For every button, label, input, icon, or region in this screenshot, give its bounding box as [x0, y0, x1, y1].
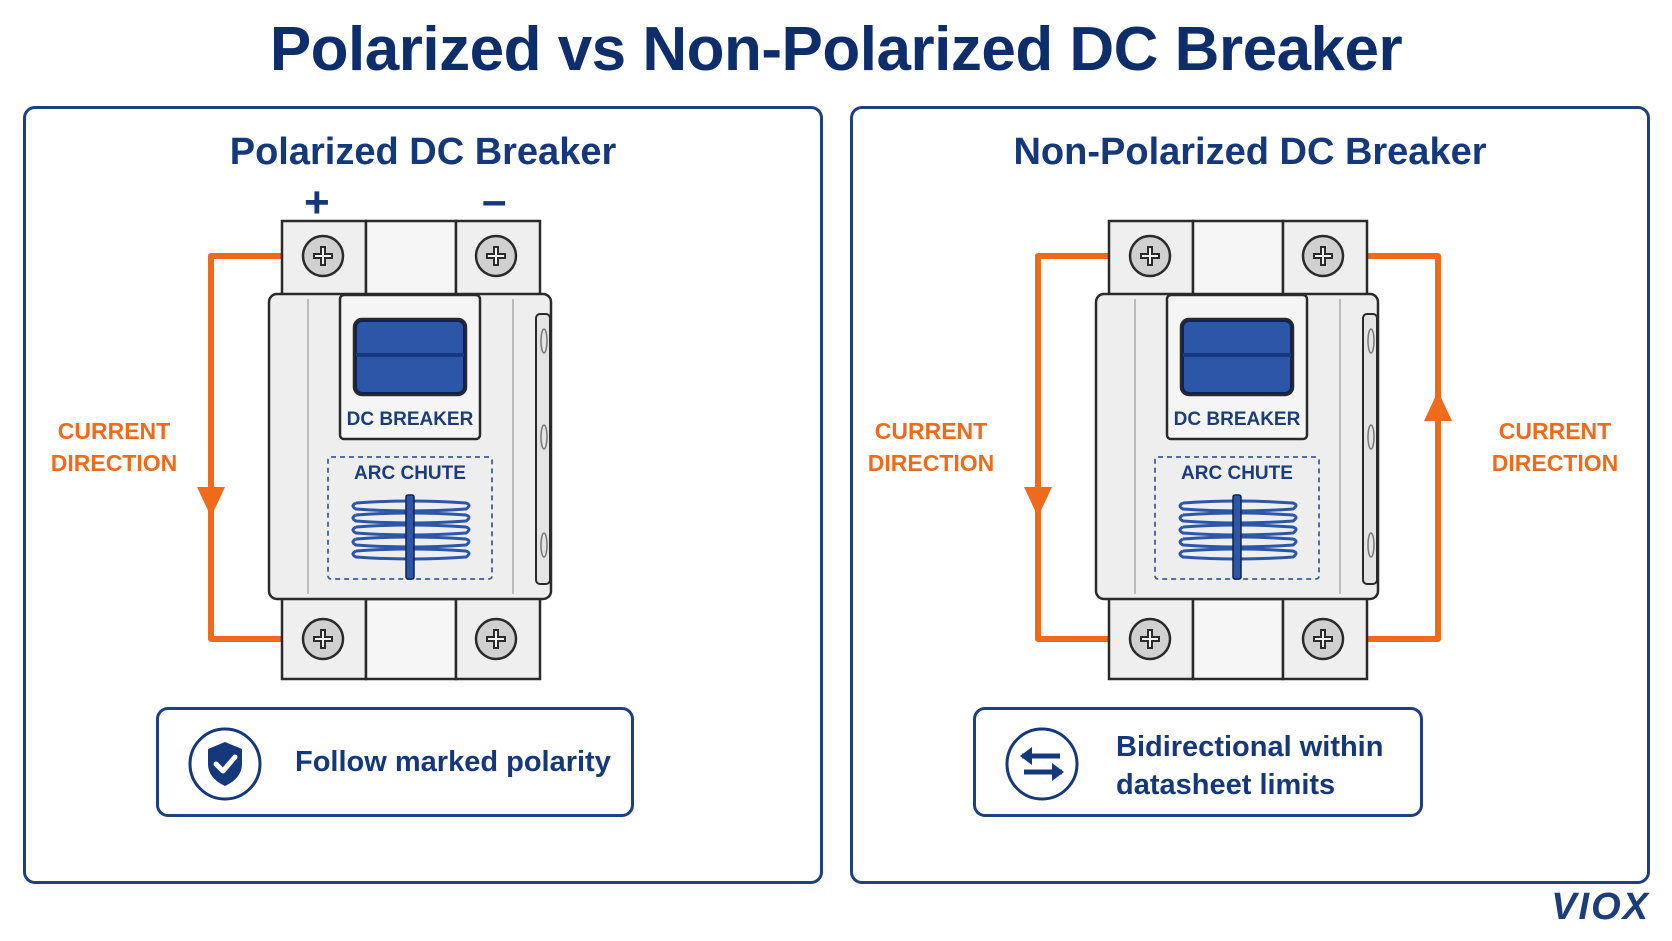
current-direction-label-left: CURRENT DIRECTION [867, 418, 995, 476]
breaker-body: DC BREAKER ARC CHUTE [267, 219, 553, 681]
arc-chute-plates [351, 499, 471, 561]
non-polarized-panel: Non-Polarized DC Breaker DC BREAKER [850, 106, 1650, 884]
polarized-breaker-diagram: DC BREAKER ARC CHUTE [197, 219, 553, 681]
bidirectional-arrows-icon [1005, 727, 1079, 801]
arc-chute-label: ARC CHUTE [354, 463, 466, 484]
positive-terminal-mark: + [304, 178, 330, 227]
arc-chute-plates [1178, 499, 1298, 561]
screw-icon [1301, 617, 1345, 661]
non-polarized-breaker-diagram: DC BREAKER ARC CHUTE [1024, 219, 1452, 681]
current-arrow-down [1024, 487, 1052, 517]
brand-logo: VIOX [1551, 886, 1650, 928]
current-path-right [1365, 253, 1441, 642]
current-path-left [208, 253, 283, 642]
polarized-panel: Polarized DC Breaker + – [23, 106, 823, 884]
bidirectional-note-box: Bidirectional within datasheet limits [973, 707, 1423, 817]
page-title: Polarized vs Non-Polarized DC Breaker [269, 15, 1403, 84]
panel-title-non-polarized: Non-Polarized DC Breaker [1013, 131, 1487, 173]
breaker-label: DC BREAKER [347, 409, 474, 430]
screw-icon [1301, 234, 1345, 278]
current-arrow-up [1424, 391, 1452, 421]
breaker-body: DC BREAKER ARC CHUTE [1094, 219, 1380, 681]
breaker-label: DC BREAKER [1174, 409, 1301, 430]
polarity-note-box: Follow marked polarity [156, 707, 634, 817]
current-direction-label-right: CURRENT DIRECTION [1491, 418, 1619, 476]
current-path-left [1035, 253, 1110, 642]
screw-icon [301, 617, 345, 661]
current-arrow-down [197, 487, 225, 517]
shield-check-icon [188, 727, 262, 801]
screw-icon [1128, 617, 1172, 661]
arc-chute-label: ARC CHUTE [1181, 463, 1293, 484]
current-direction-label: CURRENT DIRECTION [50, 418, 178, 476]
panel-title-polarized: Polarized DC Breaker [229, 131, 617, 173]
bidirectional-note-text: Bidirectional within datasheet limits [1116, 731, 1384, 801]
negative-terminal-mark: – [482, 176, 507, 225]
screw-icon [474, 617, 518, 661]
screw-icon [301, 234, 345, 278]
screw-icon [474, 234, 518, 278]
screw-icon [1128, 234, 1172, 278]
polarity-note-text: Follow marked polarity [295, 746, 611, 778]
